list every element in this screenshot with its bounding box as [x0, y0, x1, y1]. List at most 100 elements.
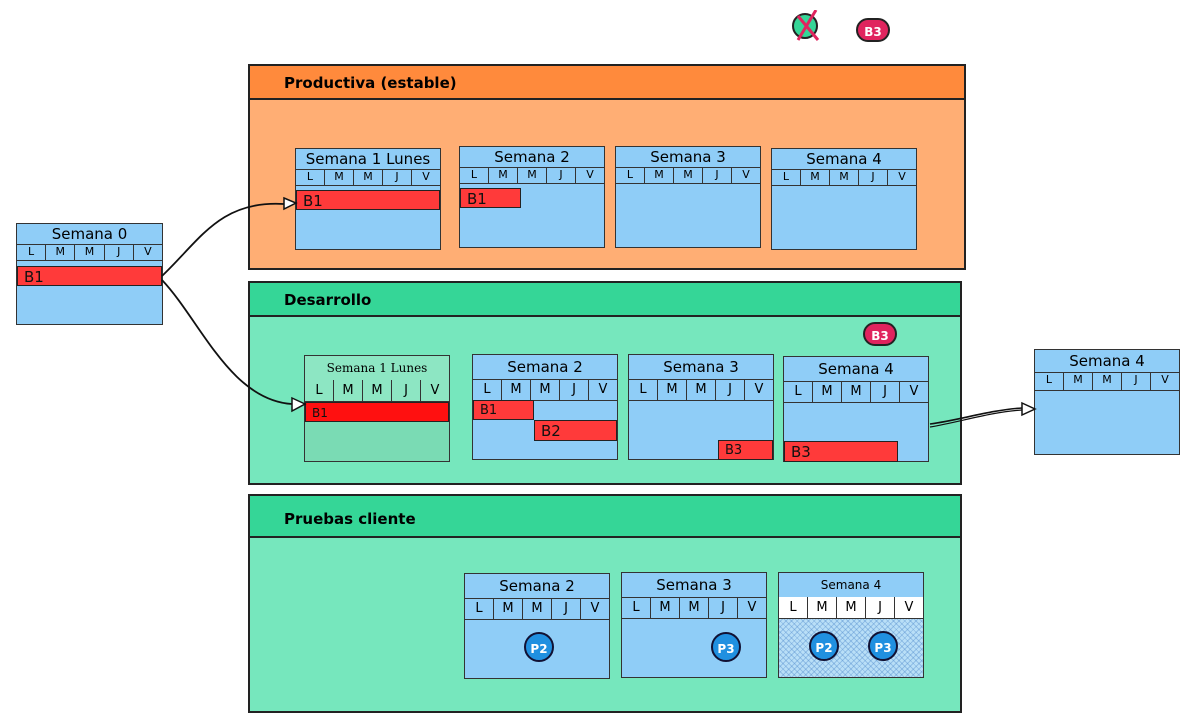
week-test-4: Semana 4 L M M J V P2 P3: [778, 572, 924, 678]
day: L: [305, 380, 334, 401]
day: V: [742, 168, 750, 181]
week-title: Semana 4: [772, 149, 916, 170]
panel-desarrollo-title: Desarrollo: [250, 283, 960, 317]
day: M: [325, 169, 354, 185]
week-test-3: Semana 3 L M M J V P3: [621, 572, 767, 678]
week-title: Semana 3: [629, 355, 773, 380]
day: J: [866, 597, 895, 618]
week-external-4: Semana 4 L M M J V: [1034, 349, 1180, 455]
week-title: Semana 1 Lunes: [296, 149, 440, 170]
day: J: [560, 379, 589, 400]
bar-b1: B1: [296, 190, 440, 210]
day: L: [772, 169, 801, 185]
day: M: [489, 167, 518, 183]
days-row: L M M J V: [784, 381, 928, 403]
day: V: [586, 168, 594, 181]
bar-b1: B1: [305, 402, 449, 422]
day: L: [465, 598, 494, 619]
days-row: L M M J V: [629, 379, 773, 401]
week-title: Semana 0: [17, 224, 162, 245]
day: M: [687, 379, 716, 400]
day: M: [830, 169, 859, 185]
day: V: [898, 170, 906, 183]
day: L: [779, 597, 808, 618]
day: L: [629, 379, 658, 400]
day: M: [334, 380, 363, 401]
week-dev-1: Semana 1 Lunes L M M J V B1: [304, 355, 450, 462]
day: L: [296, 169, 325, 185]
day: M: [837, 597, 866, 618]
p3-circle: P3: [711, 632, 741, 662]
day: M: [645, 167, 674, 183]
arrowhead-icon: [283, 196, 298, 211]
day: M: [354, 169, 383, 185]
day: V: [144, 245, 152, 258]
day: M: [658, 379, 687, 400]
day: V: [754, 382, 764, 397]
bar-b1: B1: [473, 400, 534, 420]
day: J: [105, 244, 134, 260]
days-row: L M M J V: [473, 379, 617, 401]
week-dev-3: Semana 3 L M M J V B3: [628, 354, 774, 460]
day: M: [813, 381, 842, 402]
day: M: [363, 380, 392, 401]
day: J: [859, 169, 888, 185]
day: V: [430, 383, 440, 398]
day: M: [1064, 372, 1093, 390]
week-title: Semana 4: [779, 573, 923, 598]
day: M: [494, 598, 523, 619]
day: V: [904, 600, 914, 615]
week-dev-2: Semana 2 L M M J V B1 B2: [472, 354, 618, 460]
days-row: L M M J V: [772, 169, 916, 186]
day: J: [709, 597, 738, 618]
p2-circle: P2: [809, 631, 839, 661]
crossed-circle-icon: [790, 9, 822, 42]
day: V: [422, 170, 430, 183]
week-prod-4: Semana 4 L M M J V: [771, 148, 917, 250]
days-row: L M M J V: [460, 167, 604, 184]
week-title: Semana 2: [465, 574, 609, 599]
day: M: [842, 381, 871, 402]
days-row: L M M J V: [17, 244, 162, 261]
arrow-w0-to-dev: [161, 279, 293, 405]
days-row: L M M J V: [305, 380, 449, 402]
arrow-w0-to-prod: [161, 202, 285, 277]
day: J: [552, 598, 581, 619]
day: M: [680, 597, 709, 618]
days-row: L M M J V: [622, 597, 766, 619]
week-prod-3: Semana 3 L M M J V: [615, 146, 761, 248]
days-row: L M M J V: [1035, 372, 1179, 391]
day: L: [17, 244, 47, 260]
day: J: [547, 167, 576, 183]
arrowhead-icon: [291, 396, 307, 413]
day: V: [747, 600, 757, 615]
bar-b1: B1: [460, 188, 521, 208]
day: V: [1161, 373, 1169, 386]
arrowhead-icon: [1021, 401, 1037, 417]
bar-b3: B3: [718, 440, 773, 460]
week-title: Semana 3: [616, 147, 760, 168]
day: J: [392, 380, 421, 401]
bar-b3: B3: [784, 441, 898, 462]
day: L: [460, 167, 489, 183]
day: V: [598, 382, 608, 397]
b3-badge-top: B3: [856, 18, 890, 42]
week-dev-4: Semana 4 L M M J V B3: [783, 356, 929, 462]
day: J: [703, 167, 732, 183]
panel-productiva-title: Productiva (estable): [250, 66, 964, 100]
day: M: [75, 244, 105, 260]
day: J: [383, 169, 412, 185]
day: L: [616, 167, 645, 183]
day: M: [531, 379, 560, 400]
day: M: [801, 169, 830, 185]
week-prod-2: Semana 2 L M M J V B1: [459, 146, 605, 248]
arrow-dev4-to-ext: [929, 407, 1023, 425]
bar-b1: B1: [17, 266, 162, 286]
day: L: [473, 379, 502, 400]
day: L: [622, 597, 651, 618]
days-row: L M M J V: [779, 597, 923, 619]
day: M: [808, 597, 837, 618]
days-row: L M M J V: [616, 167, 760, 184]
week-title: Semana 2: [473, 355, 617, 380]
